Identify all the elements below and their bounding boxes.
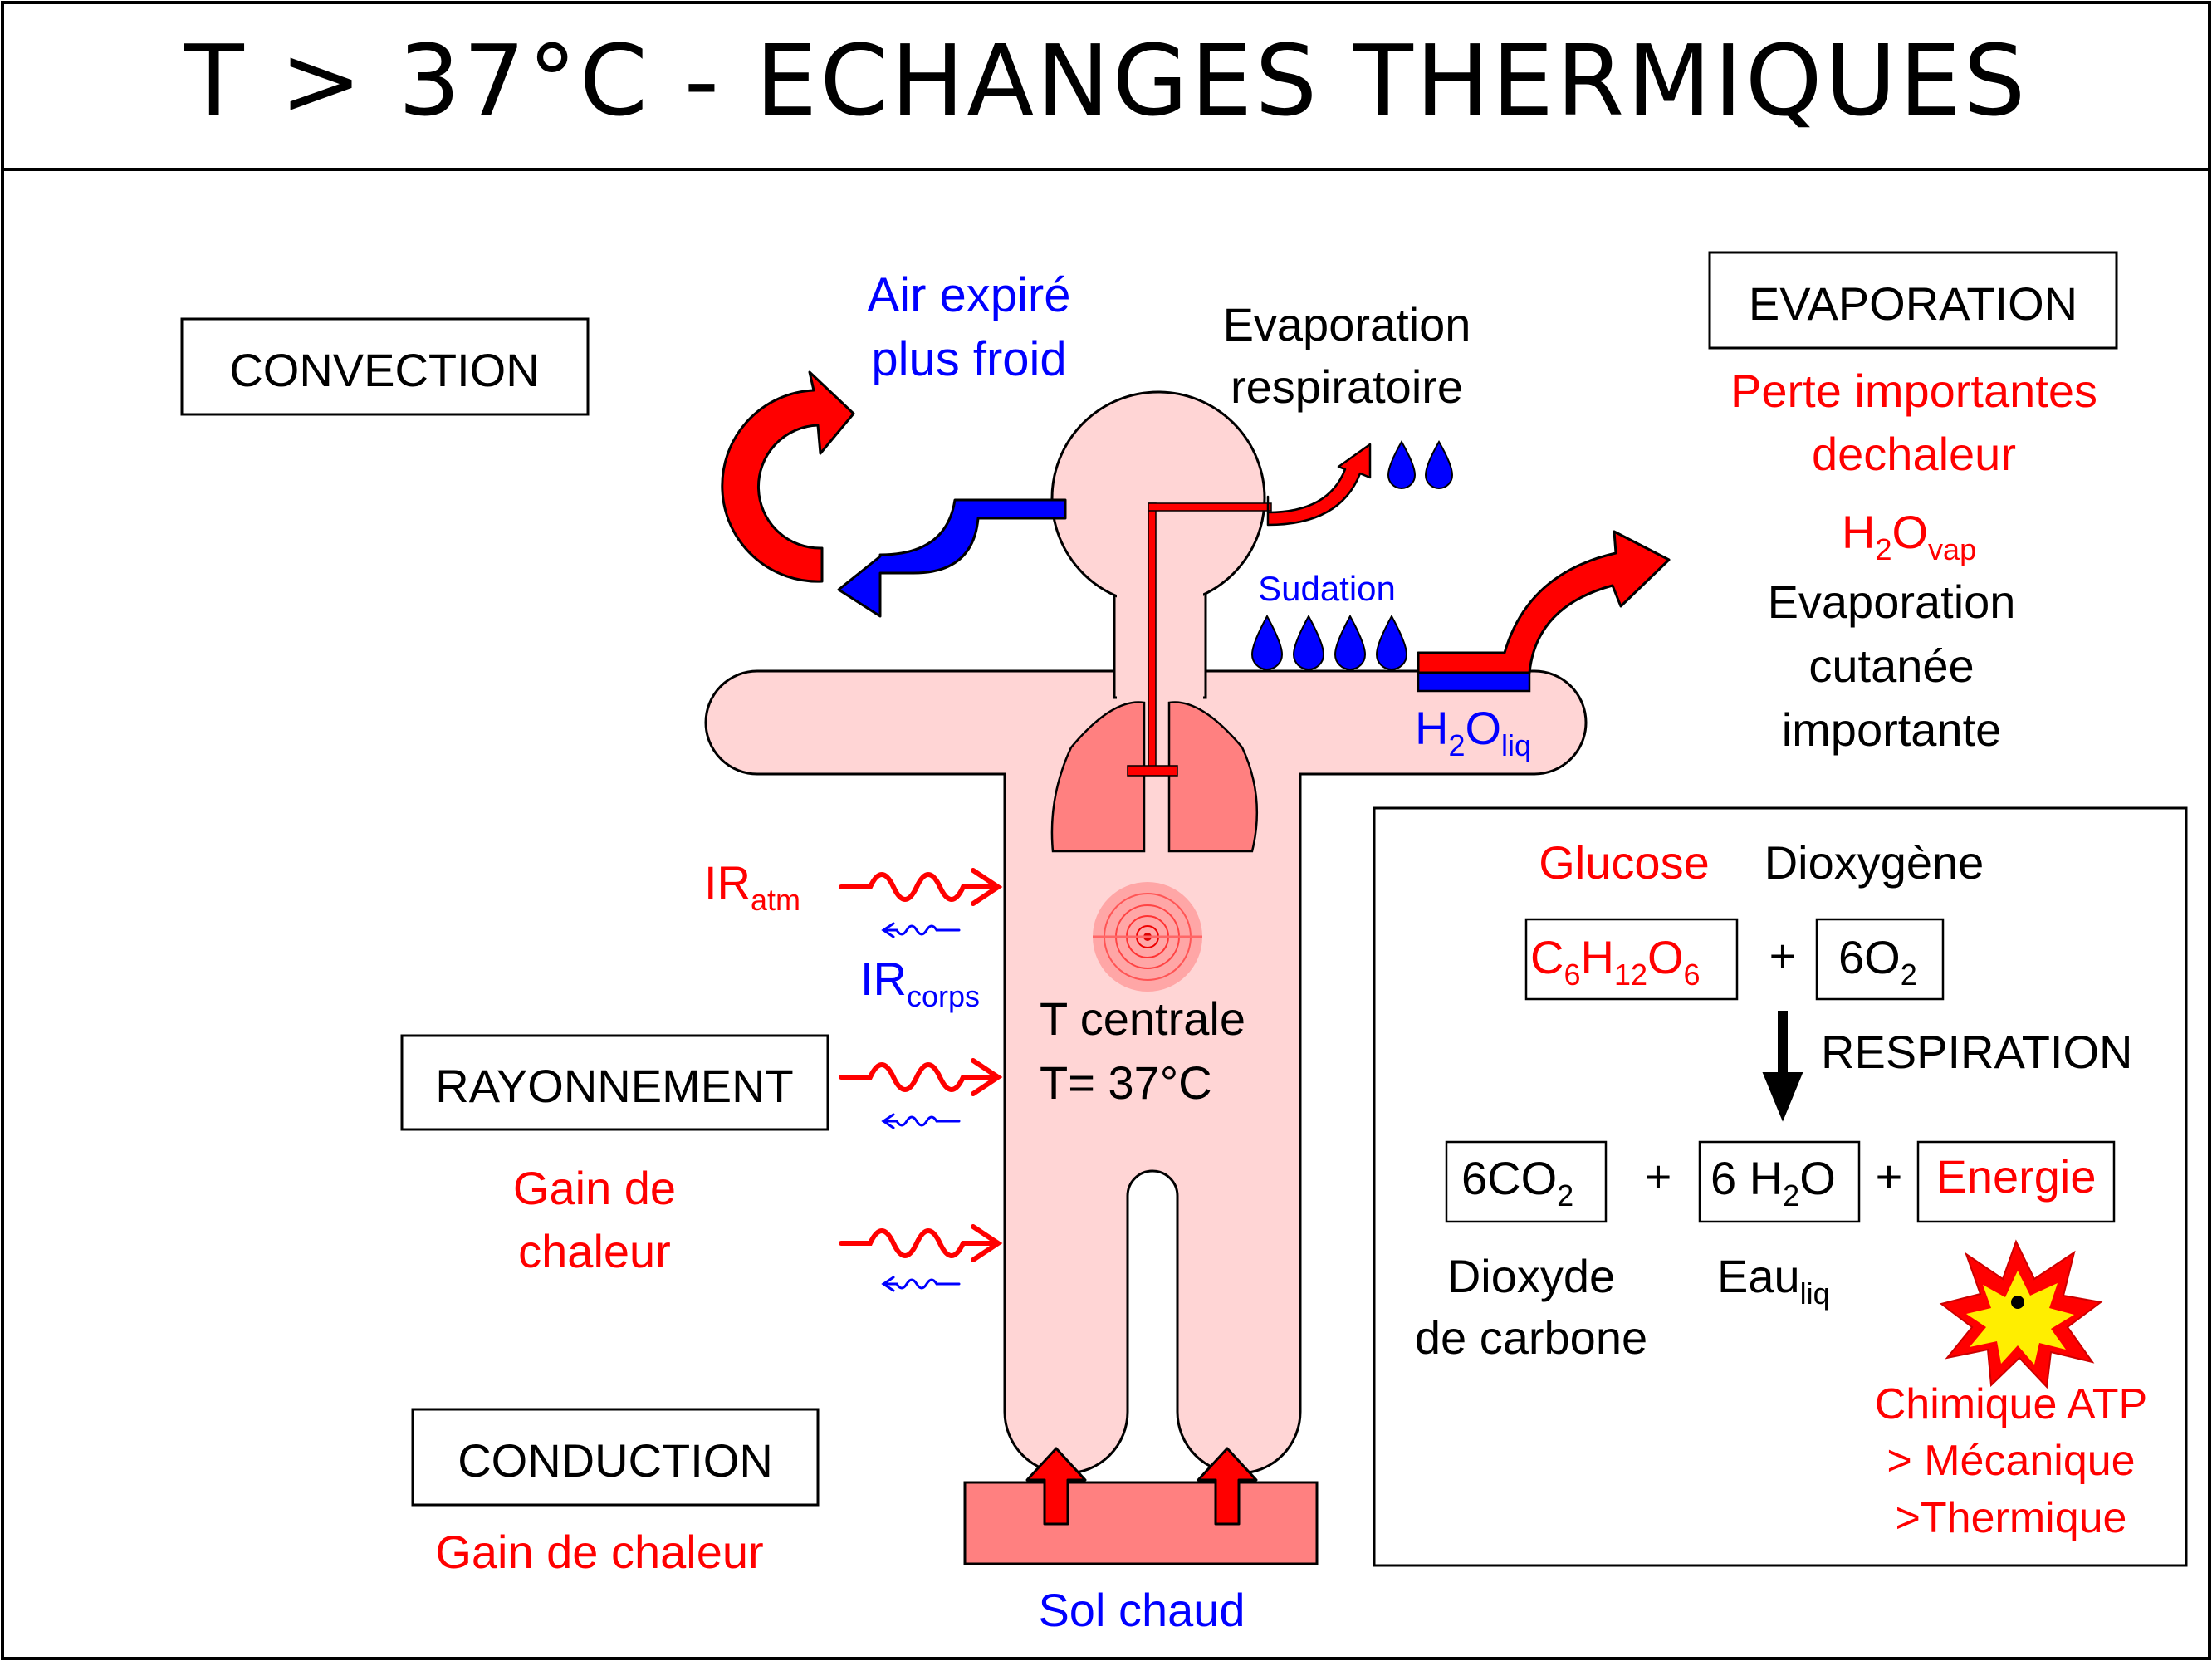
co2-formula-box bbox=[1445, 1140, 1608, 1223]
oxygen-formula-box bbox=[1815, 918, 1945, 1001]
skin-evap-label-3: importante bbox=[1782, 703, 2002, 756]
plus-sign-1: + bbox=[1769, 929, 1797, 982]
co2-name-2: de carbone bbox=[1415, 1311, 1647, 1364]
respiration-arrow bbox=[1762, 1011, 1803, 1122]
energy-explosion-icon bbox=[1939, 1239, 2103, 1389]
plus-sign-2: + bbox=[1645, 1150, 1672, 1203]
sudation-label: Sudation bbox=[1258, 569, 1396, 608]
resp-water-drops bbox=[1387, 439, 1454, 489]
body-head bbox=[1050, 390, 1266, 606]
water-formula: 6 H2O bbox=[1710, 1152, 1836, 1213]
ir-incoming-waves bbox=[839, 868, 1003, 1262]
core-temp-label-2: T= 37°C bbox=[1040, 1056, 1212, 1109]
atp-line-1: Chimique ATP bbox=[1875, 1380, 2148, 1428]
resp-evap-arrow bbox=[1266, 443, 1372, 527]
exhaled-air-label-1: Air expiré bbox=[868, 268, 1071, 322]
energy-box bbox=[1916, 1140, 2116, 1223]
dioxygen-label: Dioxygène bbox=[1764, 836, 1984, 889]
conduction-label: CONDUCTION bbox=[458, 1434, 773, 1487]
lung-right bbox=[1167, 701, 1259, 853]
skin-water-layer bbox=[1417, 671, 1531, 693]
h2o-liq-label: H2Oliq bbox=[1415, 702, 1531, 762]
core-temp-label-1: T centrale bbox=[1040, 992, 1245, 1045]
convection-loop-arrow bbox=[721, 370, 855, 583]
skin-evap-label-2: cutanée bbox=[1808, 639, 1974, 692]
hot-ground bbox=[963, 1481, 1319, 1565]
plus-sign-3: + bbox=[1876, 1150, 1903, 1203]
ir-outgoing-waves bbox=[881, 922, 961, 1292]
respiration-label: RESPIRATION bbox=[1821, 1026, 2132, 1078]
ir-corps-label: IRcorps bbox=[860, 953, 980, 1013]
exhaled-air-label-2: plus froid bbox=[871, 332, 1066, 386]
heat-loss-label-1: Perte importantes bbox=[1730, 365, 2097, 417]
radiation-label: RAYONNEMENT bbox=[435, 1060, 793, 1112]
glucose-formula: C6H12O6 bbox=[1530, 931, 1701, 992]
radiation-box bbox=[400, 1034, 830, 1131]
co2-formula: 6CO2 bbox=[1461, 1152, 1573, 1213]
evaporation-box bbox=[1708, 251, 2118, 350]
airway bbox=[1127, 502, 1272, 777]
co2-name-1: Dioxyde bbox=[1447, 1250, 1615, 1302]
radiation-gain-2: chaleur bbox=[518, 1225, 671, 1277]
conduction-box bbox=[411, 1408, 820, 1507]
glucose-formula-box bbox=[1524, 918, 1739, 1001]
resp-evap-label-2: respiratoire bbox=[1231, 360, 1463, 413]
heat-loss-label-2: dechaleur bbox=[1812, 428, 2016, 480]
energy-label: Energie bbox=[1936, 1150, 2096, 1203]
radiation-gain-1: Gain de bbox=[513, 1162, 676, 1214]
conduction-gain: Gain de chaleur bbox=[435, 1526, 763, 1578]
ir-atm-label: IRatm bbox=[704, 856, 800, 917]
core-temperature-target bbox=[1093, 882, 1202, 992]
glucose-label: Glucose bbox=[1539, 836, 1709, 889]
h2o-vap-label: H2Ovap bbox=[1842, 506, 1976, 566]
skin-evap-arrow bbox=[1417, 530, 1671, 674]
resp-evap-label-1: Evaporation bbox=[1223, 298, 1471, 350]
convection-label: CONVECTION bbox=[229, 344, 539, 396]
lung-left bbox=[1050, 701, 1146, 853]
skin-evap-label-1: Evaporation bbox=[1768, 576, 2016, 628]
atp-line-3: >Thermique bbox=[1896, 1494, 2127, 1542]
convection-box bbox=[180, 317, 590, 416]
page-title: T > 37°C - ECHANGES THERMIQUES bbox=[184, 23, 2028, 138]
oxygen-formula: 6O2 bbox=[1838, 931, 1917, 992]
atp-line-2: > Mécanique bbox=[1887, 1437, 2135, 1485]
water-formula-box bbox=[1698, 1140, 1861, 1223]
water-name: Eauliq bbox=[1717, 1250, 1830, 1311]
conduction-arrows bbox=[1025, 1447, 1258, 1526]
evaporation-label: EVAPORATION bbox=[1749, 277, 2077, 330]
ground-label: Sol chaud bbox=[1038, 1584, 1245, 1636]
sweat-drops bbox=[1250, 614, 1408, 670]
exhaled-air-arrow bbox=[837, 498, 1067, 618]
